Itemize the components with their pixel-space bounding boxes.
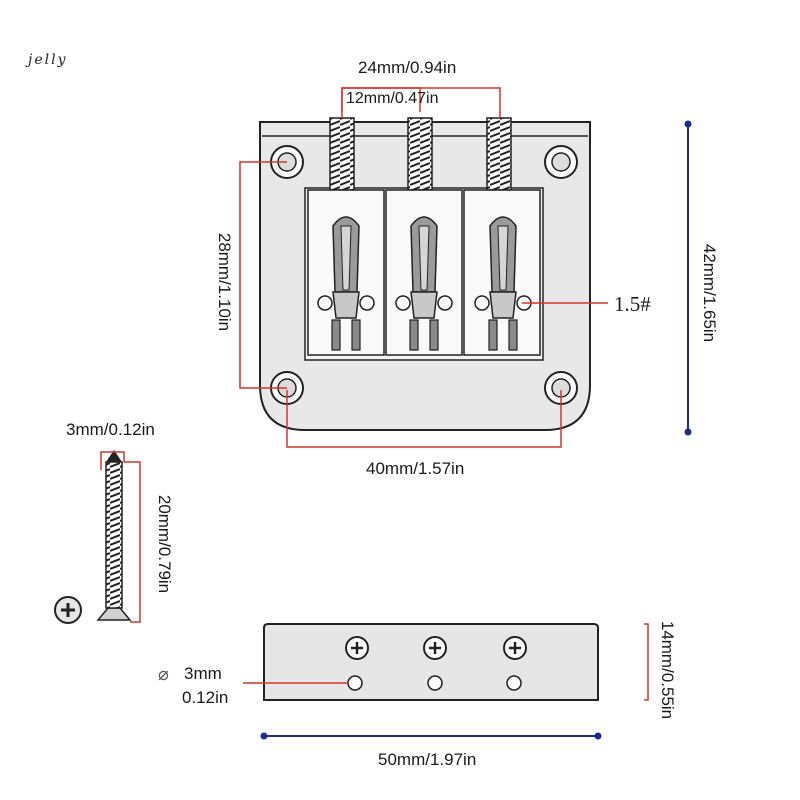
side-height-dimension-line — [644, 623, 649, 701]
dimension-lines-top — [239, 87, 608, 448]
side-width-dimension-line — [260, 732, 602, 740]
side-width-50mm-label: 50mm/1.97in — [378, 750, 477, 769]
screw-head-icon — [54, 596, 82, 624]
saddle — [385, 117, 463, 356]
side-height-14mm-label: 14mm/0.55in — [658, 620, 677, 720]
bridge-top-view — [259, 117, 591, 431]
hole-spacing-40mm-label: 40mm/1.57in — [366, 459, 465, 478]
string-hole — [506, 675, 522, 691]
saddle — [307, 117, 385, 356]
adjust-screw-icon — [345, 636, 369, 660]
wood-screw — [96, 450, 132, 621]
bridge-side-view — [263, 623, 599, 701]
height-42mm-label: 42mm/1.65in — [700, 243, 719, 343]
hole-height-28mm-label: 28mm/1.10in — [215, 232, 234, 332]
string-hole — [427, 675, 443, 691]
hex-size-label: 1.5# — [614, 292, 651, 316]
string-hole — [347, 675, 363, 691]
height-dimension-line — [684, 120, 692, 436]
brand-watermark: jelly — [28, 52, 68, 68]
screw-head-3mm-label: 3mm/0.12in — [66, 420, 155, 439]
hole-diameter-in-label: 0.12in — [182, 688, 229, 707]
adjust-screw-icon — [423, 636, 447, 660]
saddle — [463, 117, 541, 356]
adjust-screw-icon — [503, 636, 527, 660]
spacing-12mm-label: 12mm/0.47in — [346, 90, 439, 107]
screw-dimension-lines — [100, 451, 141, 623]
screw-length-20mm-label: 20mm/0.79in — [155, 494, 174, 594]
mounting-hole — [544, 145, 578, 179]
width-24mm-label: 24mm/0.94in — [358, 58, 457, 77]
diameter-symbol: ⌀ — [158, 664, 169, 685]
hole-diameter-mm-label: 3mm — [184, 664, 222, 683]
